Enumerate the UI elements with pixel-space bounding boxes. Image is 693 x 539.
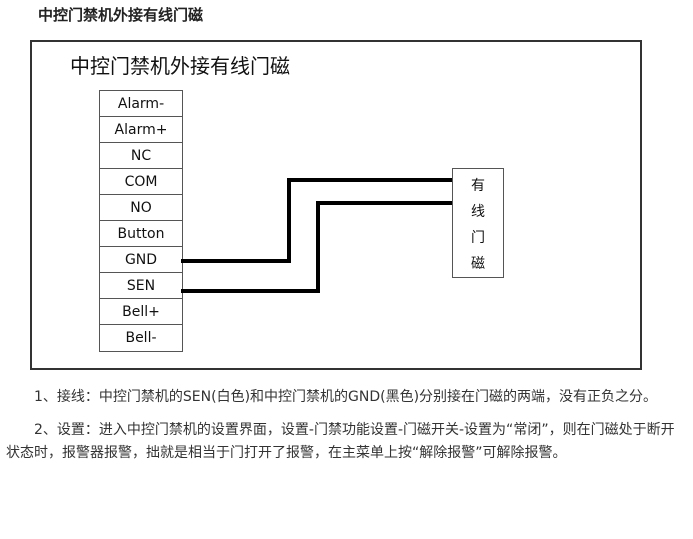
page-heading: 中控门禁机外接有线门磁	[38, 6, 204, 24]
terminal-alarm-plus: Alarm+	[100, 117, 182, 143]
gnd-wire	[181, 178, 452, 263]
terminal-bell-plus: Bell+	[100, 299, 182, 325]
terminal-sen: SEN	[100, 273, 182, 299]
sensor-label-char: 门	[471, 230, 485, 246]
wires	[181, 178, 452, 293]
diagram-title: 中控门禁机外接有线门磁	[70, 54, 290, 78]
terminal-nc: NC	[100, 143, 182, 169]
sensor-label-char: 有	[471, 178, 485, 194]
terminal-no: NO	[100, 195, 182, 221]
terminal-com: COM	[100, 169, 182, 195]
sensor-label-char: 线	[471, 204, 485, 220]
door-sensor-box: 有 线 门 磁	[452, 168, 504, 278]
note-wiring: 1、接线：中控门禁机的SEN(白色)和中控门禁机的GND(黑色)分别接在门磁的两…	[34, 389, 658, 405]
notes: 1、接线：中控门禁机的SEN(白色)和中控门禁机的GND(黑色)分别接在门磁的两…	[6, 386, 676, 475]
terminal-button: Button	[100, 221, 182, 247]
note-settings: 2、设置：进入中控门禁机的设置界面，设置-门禁功能设置-门磁开关-设置为“常闭”…	[6, 422, 675, 461]
terminal-block: Alarm- Alarm+ NC COM NO Button GND SEN B…	[99, 90, 183, 352]
terminal-bell-minus: Bell-	[125, 330, 157, 346]
sensor-label-char: 磁	[471, 256, 485, 272]
terminal-alarm-minus: Alarm-	[100, 91, 182, 117]
terminal-gnd: GND	[100, 247, 182, 273]
sen-wire	[181, 201, 452, 293]
wiring-diagram: 中控门禁机外接有线门磁 Alarm- Alarm+ NC COM NO Butt…	[30, 40, 642, 370]
